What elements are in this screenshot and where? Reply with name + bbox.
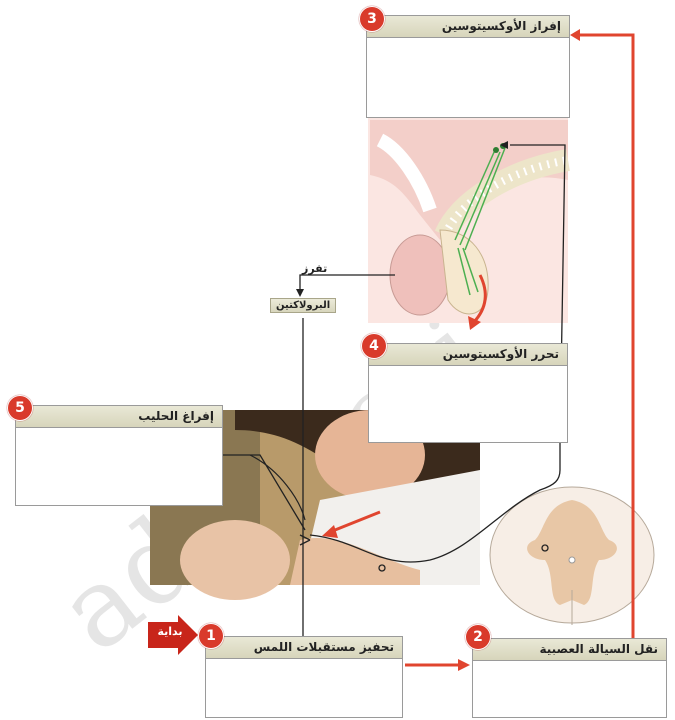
prolactin-label: البرولاكتين (270, 298, 336, 313)
step-2-title: نقل السيالة العصبية (473, 639, 666, 661)
step-1-box: تحفيز مستقبلات اللمس (205, 636, 403, 718)
step-3-badge: 3 (359, 6, 385, 32)
step-4-title: تحرر الأوكسيتوسين (369, 344, 567, 366)
pituitary-illustration (368, 118, 568, 323)
step-4-badge: 4 (361, 333, 387, 359)
step-4-box: تحرر الأوكسيتوسين (368, 343, 568, 443)
step-5-title: إفراغ الحليب (16, 406, 222, 428)
step-3-box: إفراز الأوكسيتوسين (366, 15, 570, 118)
step-2-badge: 2 (465, 624, 491, 650)
step-1-badge: 1 (198, 623, 224, 649)
arrowhead-red (570, 29, 580, 41)
step-2-box: نقل السيالة العصبية (472, 638, 667, 718)
secretion-label: تفرز (302, 262, 327, 275)
spinal-cord-illustration (490, 487, 654, 625)
step-3-title: إفراز الأوكسيتوسين (367, 16, 569, 38)
start-label: بداية (150, 625, 190, 638)
step-1-title: تحفيز مستقبلات اللمس (206, 637, 402, 659)
arrowhead-red (458, 659, 470, 671)
arrowhead (296, 289, 304, 297)
step-5-box: إفراغ الحليب (15, 405, 223, 506)
step-5-badge: 5 (7, 395, 33, 421)
